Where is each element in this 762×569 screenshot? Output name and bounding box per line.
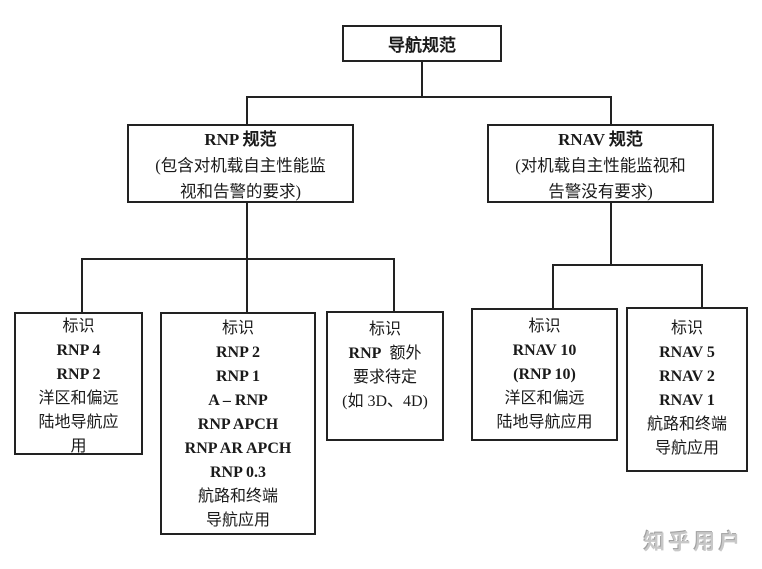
connector-to-rnav bbox=[610, 96, 612, 126]
spec-id: RNP APCH bbox=[197, 416, 279, 433]
application-line: 航路和终端 bbox=[197, 488, 278, 505]
application-line: 陆地导航应用 bbox=[496, 414, 593, 431]
spec-id: RNP 4 bbox=[56, 342, 101, 359]
node-title: RNP 规范 bbox=[204, 130, 277, 149]
node-rnp-extra-requirements-leaf: 标识 RNP 额外 要求待定 (如 3D、4D) bbox=[326, 311, 444, 441]
node-navigation-specification: 导航规范 bbox=[342, 25, 502, 62]
spec-id: A – RNP bbox=[208, 392, 268, 409]
node-description-line: 视和告警的要求) bbox=[180, 182, 301, 201]
leaf-header: 标识 bbox=[528, 318, 561, 335]
application-line: 要求待定 bbox=[352, 369, 417, 386]
spec-id-suffix: 额外 bbox=[389, 345, 422, 362]
spec-id: RNAV 5 bbox=[659, 344, 715, 361]
leaf-header: 标识 bbox=[221, 320, 254, 337]
spec-id: RNAV 10 bbox=[512, 342, 577, 359]
connector-rnav-down bbox=[610, 203, 612, 266]
spec-id: RNAV 2 bbox=[659, 368, 715, 385]
connector-level1-horizontal bbox=[246, 96, 612, 98]
connector-to-rnp-leaf-3 bbox=[393, 258, 395, 312]
connector-to-rnav-leaf-2 bbox=[701, 264, 703, 308]
spec-id-mixed: RNP 额外 bbox=[328, 342, 442, 366]
zhihu-user-watermark: 知乎用户 bbox=[644, 531, 744, 554]
node-rnp-oceanic-leaf: 标识 RNP 4 RNP 2 洋区和偏远 陆地导航应 用 bbox=[14, 312, 143, 455]
leaf-header: 标识 bbox=[368, 321, 401, 338]
spec-id: RNAV 1 bbox=[659, 392, 715, 409]
connector-to-rnp-leaf-1 bbox=[81, 258, 83, 313]
node-description-line: (包含对机载自主性能监 bbox=[155, 156, 326, 175]
spec-id: RNP AR APCH bbox=[184, 440, 292, 457]
application-line: 洋区和偏远 bbox=[38, 390, 119, 407]
node-rnp-specification: RNP 规范 (包含对机载自主性能监 视和告警的要求) bbox=[127, 124, 354, 203]
node-description-line: 告警没有要求) bbox=[548, 182, 653, 201]
node-description-line: (对机载自主性能监视和 bbox=[515, 156, 686, 175]
connector-root-down bbox=[421, 62, 423, 98]
application-line: 导航应用 bbox=[205, 512, 270, 529]
application-line: 导航应用 bbox=[654, 440, 719, 457]
leaf-header: 标识 bbox=[670, 320, 703, 337]
spec-id: RNP 0.3 bbox=[210, 464, 266, 481]
application-line: 洋区和偏远 bbox=[504, 390, 585, 407]
application-line: (如 3D、4D) bbox=[342, 393, 428, 410]
application-line: 航路和终端 bbox=[646, 416, 727, 433]
node-title: RNAV 规范 bbox=[558, 130, 643, 149]
spec-id: RNP 2 bbox=[56, 366, 101, 383]
node-title: 导航规范 bbox=[388, 36, 456, 55]
node-rnav-enroute-terminal-leaf: 标识 RNAV 5 RNAV 2 RNAV 1 航路和终端 导航应用 bbox=[626, 307, 748, 472]
spec-id: (RNP 10) bbox=[513, 366, 576, 383]
node-rnp-enroute-terminal-leaf: 标识 RNP 2 RNP 1 A – RNP RNP APCH RNP AR A… bbox=[160, 312, 316, 535]
spec-id: RNP 2 bbox=[216, 344, 260, 361]
application-line: 用 bbox=[70, 438, 87, 455]
connector-to-rnp bbox=[246, 96, 248, 126]
connector-rnp-children-horizontal bbox=[81, 258, 395, 260]
connector-rnav-children-horizontal bbox=[552, 264, 703, 266]
connector-rnp-down bbox=[246, 203, 248, 312]
spec-id: RNP 1 bbox=[216, 368, 260, 385]
node-rnav-specification: RNAV 规范 (对机载自主性能监视和 告警没有要求) bbox=[487, 124, 714, 203]
connector-to-rnav-leaf-1 bbox=[552, 264, 554, 309]
node-rnav-oceanic-leaf: 标识 RNAV 10 (RNP 10) 洋区和偏远 陆地导航应用 bbox=[471, 308, 618, 441]
spec-id-prefix: RNP bbox=[348, 345, 382, 362]
application-line: 陆地导航应 bbox=[38, 414, 119, 431]
leaf-header: 标识 bbox=[62, 318, 95, 335]
